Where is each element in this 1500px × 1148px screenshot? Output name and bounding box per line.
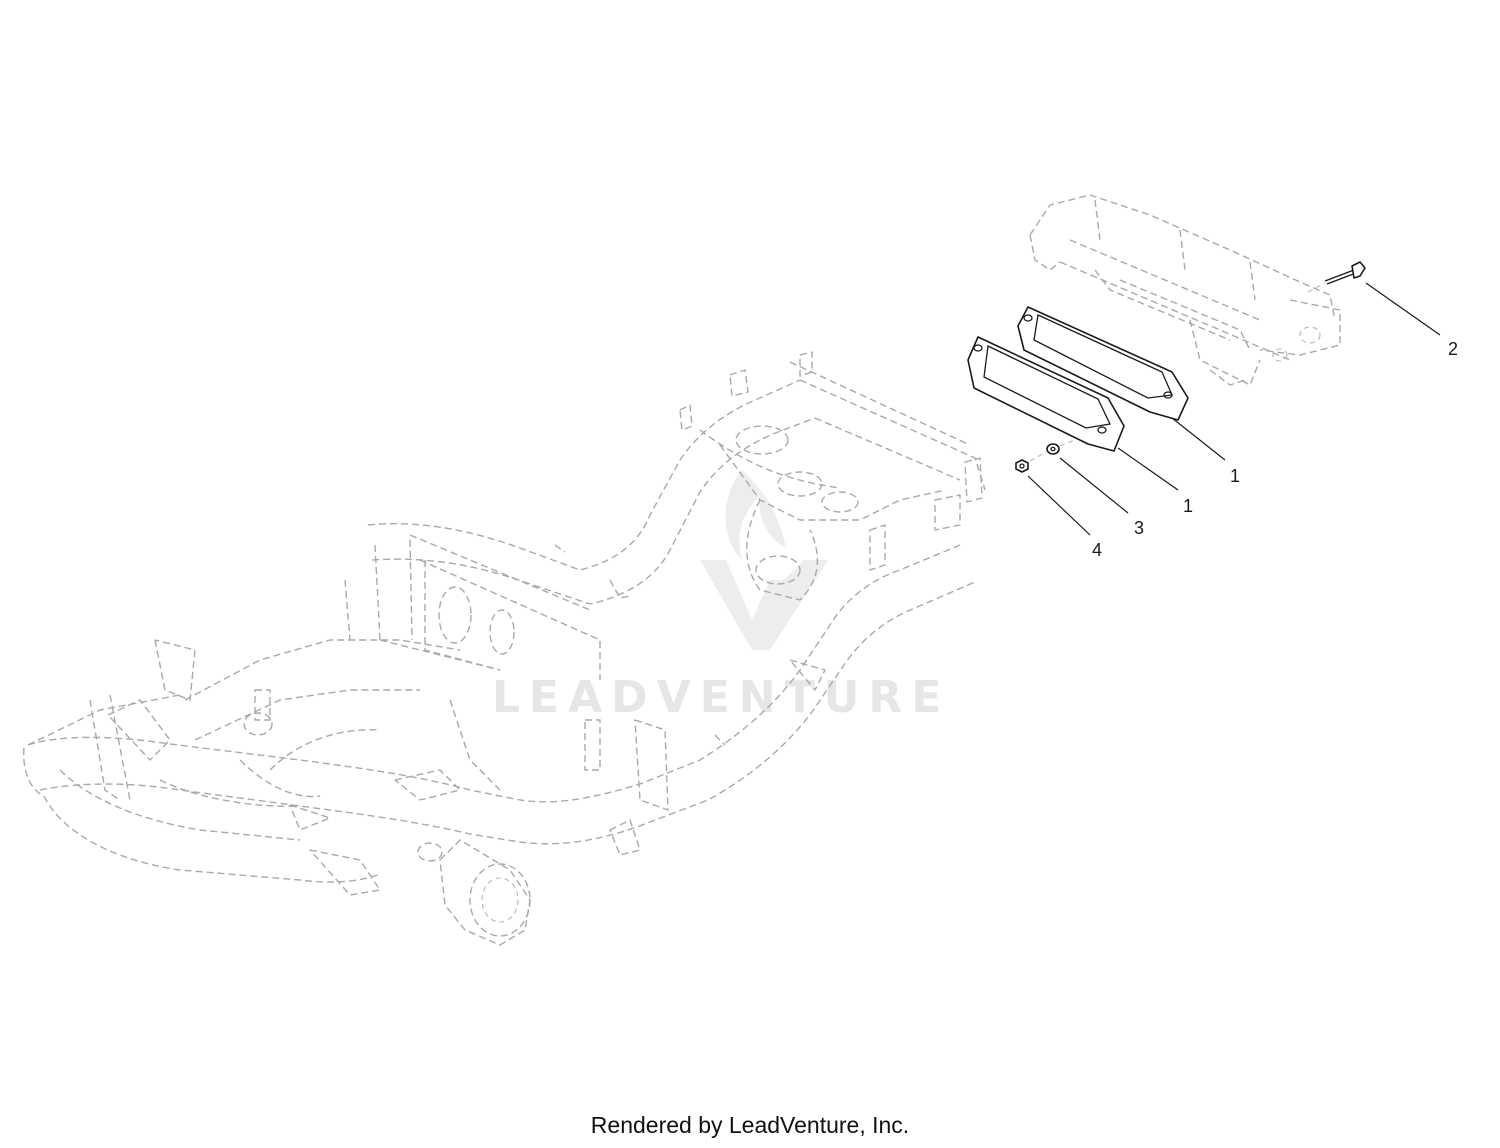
callouts: 2 1 1 3 4 <box>1092 339 1458 560</box>
callout-2: 2 <box>1448 339 1458 359</box>
bolt <box>1307 261 1366 293</box>
fastener-axis-2 <box>1029 451 1047 462</box>
flange-nut <box>1015 459 1029 473</box>
callout-1-rear-plate: 1 <box>1230 466 1240 486</box>
callout-1-front-plate: 1 <box>1183 496 1193 516</box>
leader-lines <box>1027 282 1441 536</box>
front-bracket-assembly <box>1029 194 1341 386</box>
spacer-plate-rear <box>1017 306 1189 421</box>
watermark: LEADVENTURE <box>492 470 950 723</box>
washer <box>1046 443 1060 455</box>
callout-4: 4 <box>1092 540 1102 560</box>
callout-3: 3 <box>1134 518 1144 538</box>
watermark-text: LEADVENTURE <box>492 672 950 723</box>
watermark-logo <box>700 470 828 650</box>
render-credit: Rendered by LeadVenture, Inc. <box>590 1112 910 1138</box>
fastener-axis <box>1059 439 1076 447</box>
frame-chassis <box>23 351 986 946</box>
spacer-plate-front <box>967 336 1125 452</box>
